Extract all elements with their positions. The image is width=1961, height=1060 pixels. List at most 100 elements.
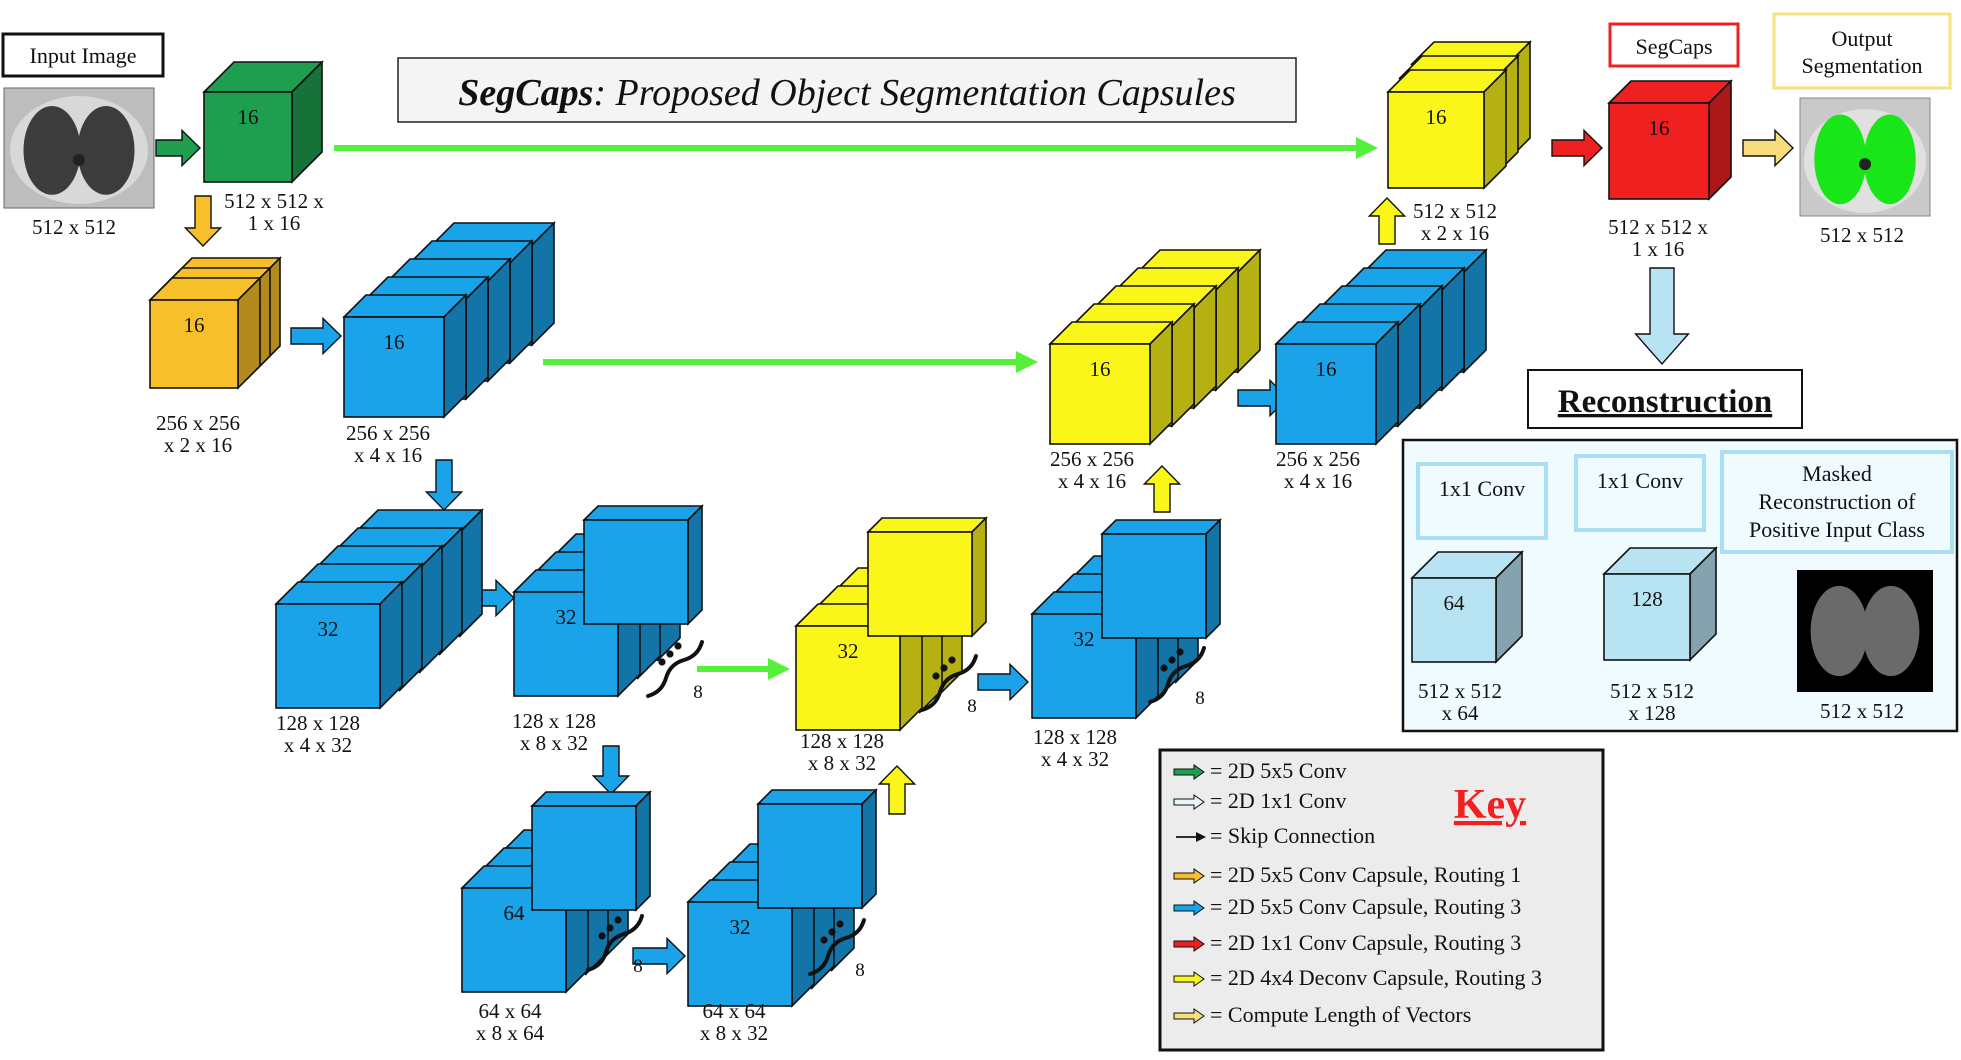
page-title: SegCaps: Proposed Object Segmentation Ca… bbox=[458, 72, 1236, 114]
key-panel bbox=[1158, 748, 1605, 1052]
skip-connection-1-head bbox=[1356, 137, 1378, 159]
dec2-layer-1-side bbox=[1171, 302, 1195, 428]
arrow-dec3-to-segcaps bbox=[1551, 128, 1604, 168]
cap5-channels: 32 bbox=[730, 915, 751, 939]
cap3-brace-dot-1 bbox=[666, 650, 674, 658]
segcaps-dim-1: 1 x 16 bbox=[1632, 237, 1685, 261]
masked-recon-line-3: Positive Input Class bbox=[1749, 517, 1925, 542]
dec2-layer-4-side bbox=[1237, 248, 1261, 374]
arrow-input-to-conv1 bbox=[155, 128, 202, 168]
pc-dim-0: 256 x 256 bbox=[156, 411, 240, 435]
conv1x1-a-label: 1x1 Conv bbox=[1439, 476, 1525, 501]
skip-connection-2-head bbox=[1016, 351, 1038, 373]
cap7-layer-3-side bbox=[1441, 266, 1465, 392]
cap4-dim-1: x 8 x 64 bbox=[476, 1021, 545, 1045]
cap7-layer-4-side bbox=[1463, 248, 1487, 374]
dec2-dim-1: x 4 x 16 bbox=[1058, 469, 1126, 493]
arrow-cap6-to-dec2 bbox=[1142, 464, 1182, 513]
key-item-7: = 2D 4x4 Deconv Capsule, Routing 3 bbox=[1210, 965, 1542, 990]
conv1x1-b-box bbox=[1574, 454, 1706, 532]
segcaps-dim-0: 512 x 512 x bbox=[1608, 215, 1708, 239]
cap5-back bbox=[756, 788, 878, 910]
cap4-dim-0: 64 x 64 bbox=[479, 999, 543, 1023]
cap6-channels: 32 bbox=[1074, 627, 1095, 651]
cap4-back bbox=[530, 790, 652, 912]
cap7-layer-0-side bbox=[1375, 320, 1399, 446]
reconstruction-title: Reconstruction bbox=[1558, 384, 1772, 420]
dec1-back-front bbox=[867, 531, 973, 637]
cap5-back-front bbox=[757, 803, 863, 909]
rec2-layer-0 bbox=[1602, 546, 1718, 662]
cap1-layer-1-side bbox=[465, 275, 489, 401]
arrow-dec1-to-cap6 bbox=[977, 662, 1030, 702]
cap7-layer-0 bbox=[1274, 320, 1400, 446]
key-item-6: = 2D 1x1 Conv Capsule, Routing 3 bbox=[1210, 930, 1521, 955]
cap1-layer-3-side bbox=[509, 239, 533, 365]
cap3-brace-curve bbox=[646, 640, 704, 698]
cap5-brace-dot-1 bbox=[828, 928, 836, 936]
arrow-cap7-to-dec3 bbox=[1367, 196, 1407, 245]
cap4-back-side bbox=[635, 790, 651, 912]
dec1-channels: 32 bbox=[838, 639, 859, 663]
cap4-brace-dot-0 bbox=[598, 932, 606, 940]
cap4-channels: 64 bbox=[504, 901, 526, 925]
cap3-dim-1: x 8 x 32 bbox=[520, 731, 588, 755]
dec3-dim-0: 512 x 512 bbox=[1413, 199, 1497, 223]
rec1-layer-0-front bbox=[1411, 577, 1497, 663]
arrow-cap5-to-dec1 bbox=[877, 764, 917, 815]
dec1-layer-0-front bbox=[795, 625, 901, 731]
arrow-pc-to-cap1 bbox=[290, 316, 343, 356]
output-dim: 512 x 512 bbox=[1820, 223, 1904, 247]
dec1-back-side bbox=[971, 516, 987, 638]
arrow-segcaps-to-reconstruction bbox=[1634, 267, 1690, 366]
segcaps-label: SegCaps bbox=[1636, 34, 1713, 59]
dec2-dim-0: 256 x 256 bbox=[1050, 447, 1134, 471]
key-item-1: = 2D 5x5 Conv bbox=[1210, 758, 1346, 783]
rec1-layer-0 bbox=[1410, 550, 1524, 664]
conv1-layer-0 bbox=[202, 60, 324, 184]
cap6-brace-count: 8 bbox=[1195, 688, 1205, 709]
key-arrow-7 bbox=[1173, 971, 1205, 987]
cap2-layer-0 bbox=[274, 580, 404, 710]
cap1-dim-1: x 4 x 16 bbox=[354, 443, 422, 467]
cap3-back-side bbox=[687, 504, 703, 626]
pc-dim-1: x 2 x 16 bbox=[164, 433, 232, 457]
pc-layer-0 bbox=[148, 276, 262, 390]
cap1-layer-0-side bbox=[443, 293, 467, 419]
cap4-brace-dot-2 bbox=[614, 916, 622, 924]
recon-left-lung bbox=[1810, 585, 1868, 677]
cap6-dim-1: x 4 x 32 bbox=[1041, 747, 1109, 771]
output-left-lung bbox=[1814, 114, 1867, 205]
cap7-layer-2-side bbox=[1419, 284, 1443, 410]
segcaps-layer-0-front bbox=[1608, 102, 1710, 200]
cap4-brace-dot-1 bbox=[606, 924, 614, 932]
segcaps-layer-0 bbox=[1607, 79, 1733, 201]
arrow-conv1-to-pc bbox=[183, 195, 223, 248]
cap5-dim-0: 64 x 64 bbox=[703, 999, 767, 1023]
cap7-layer-1-side bbox=[1397, 302, 1421, 428]
dec1-back-top bbox=[866, 517, 988, 533]
segcaps-layer-0-side bbox=[1708, 79, 1732, 201]
input-dim: 512 x 512 bbox=[32, 215, 116, 239]
cap3-back-top bbox=[582, 505, 704, 521]
cap6-back bbox=[1100, 518, 1222, 640]
cap1-channels: 16 bbox=[384, 330, 405, 354]
masked-recon-box bbox=[1720, 450, 1954, 554]
dec2-layer-0-front bbox=[1049, 343, 1151, 445]
dec1-brace-count: 8 bbox=[967, 696, 977, 717]
dec1-brace-dot-2 bbox=[948, 656, 956, 664]
segcaps-label-box bbox=[1608, 22, 1740, 68]
arrow-cap1-to-cap2 bbox=[424, 459, 464, 512]
cap3-brace: 8 bbox=[646, 640, 704, 703]
cap5-brace-dot-2 bbox=[836, 920, 844, 928]
key-item-8: = Compute Length of Vectors bbox=[1210, 1002, 1471, 1027]
pc-layer-0-front bbox=[149, 299, 239, 389]
dec3-layer-0-front bbox=[1387, 91, 1485, 189]
conv1-dim-1: 1 x 16 bbox=[248, 211, 301, 235]
cap5-brace-count: 8 bbox=[855, 960, 865, 981]
dec3-dim-1: x 2 x 16 bbox=[1421, 221, 1489, 245]
cap6-back-top bbox=[1100, 519, 1222, 535]
input-ct-image-spine bbox=[73, 154, 85, 166]
conv1x1-b-label: 1x1 Conv bbox=[1597, 468, 1683, 493]
conv1x1-a-box bbox=[1416, 462, 1548, 540]
